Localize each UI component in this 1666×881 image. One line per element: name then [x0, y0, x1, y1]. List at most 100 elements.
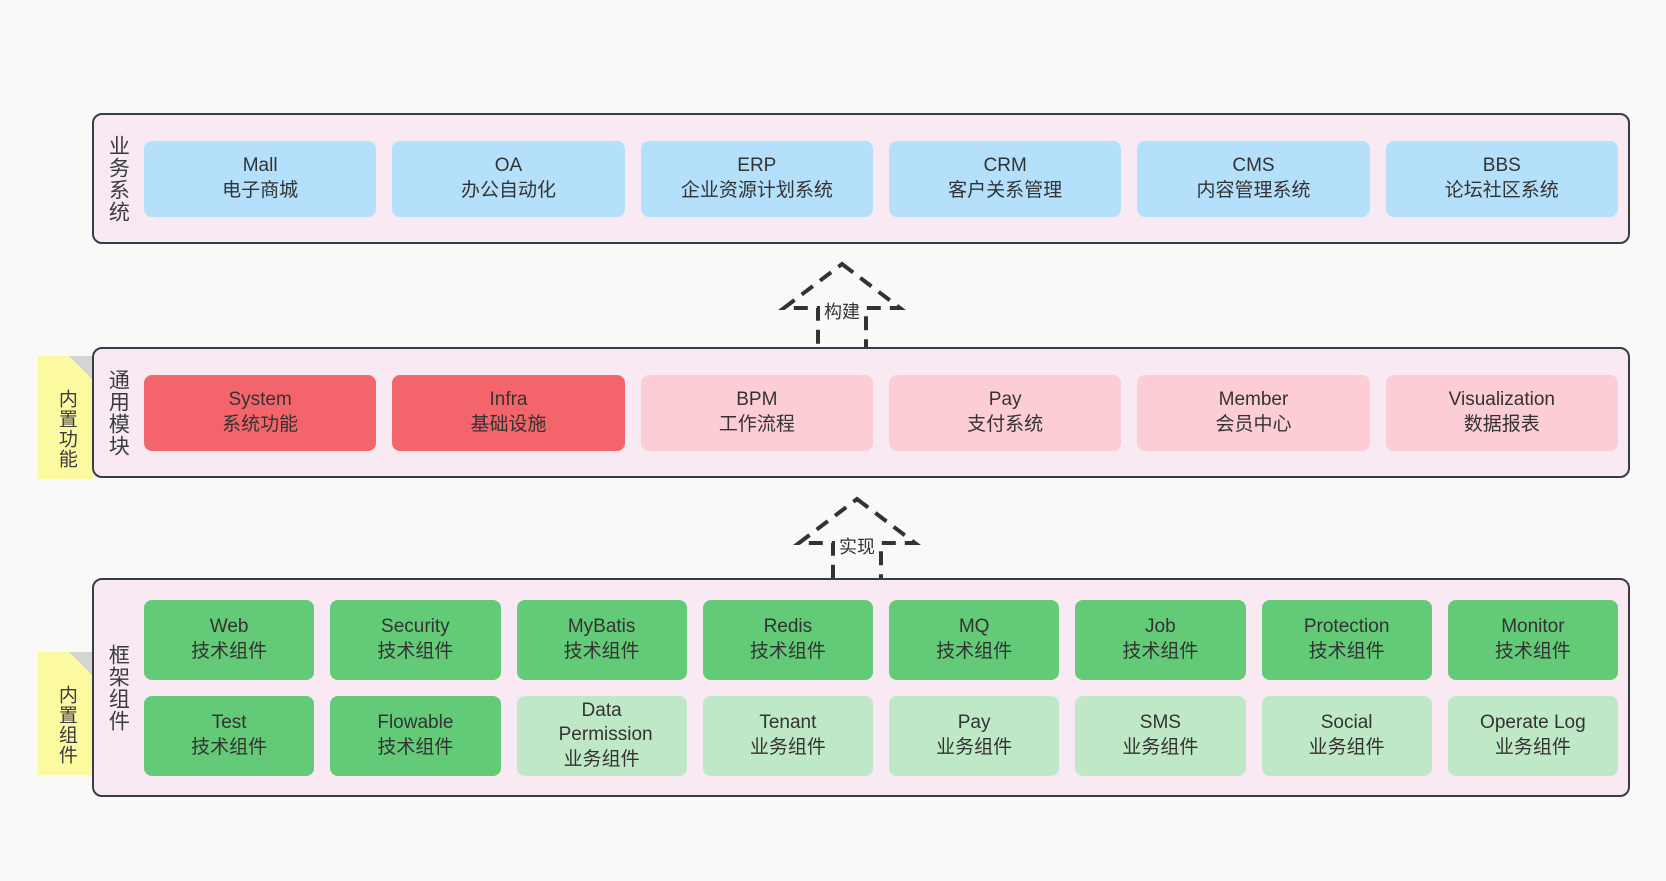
- module-box-system[interactable]: System 系统功能: [144, 374, 377, 451]
- layer-framework-components-body: Web 技术组件 Security 技术组件 MyBatis 技术组件 Redi…: [140, 580, 1628, 795]
- box-title: BBS: [1482, 155, 1521, 177]
- layer-framework-components-label: 框架组件: [106, 643, 130, 732]
- box-title: Visualization: [1448, 389, 1555, 411]
- box-subtitle: 业务组件: [936, 736, 1013, 758]
- framework-tech-row: Web 技术组件 Security 技术组件 MyBatis 技术组件 Redi…: [144, 599, 1618, 680]
- box-title: Web: [209, 616, 249, 638]
- box-title: Security: [381, 616, 450, 638]
- layer-common-modules: 通用模块 System 系统功能 Infra 基础设施 BPM 工作流程 Pay…: [92, 347, 1630, 478]
- connector-build-label: 构建: [824, 302, 860, 322]
- box-title: Job: [1145, 616, 1176, 638]
- modules-row: System 系统功能 Infra 基础设施 BPM 工作流程 Pay 支付系统…: [144, 374, 1618, 451]
- box-subtitle: 业务组件: [1494, 736, 1571, 758]
- box-subtitle: 业务组件: [1122, 736, 1199, 758]
- box-subtitle: 论坛社区系统: [1444, 179, 1559, 201]
- box-title: MyBatis: [567, 616, 636, 638]
- box-subtitle: 内容管理系统: [1196, 179, 1311, 201]
- box-title: CRM: [983, 155, 1027, 177]
- connector-implement: 实现: [777, 496, 937, 589]
- component-box-redis[interactable]: Redis 技术组件: [702, 599, 873, 680]
- box-subtitle: 企业资源计划系统: [680, 179, 833, 201]
- box-subtitle: 技术组件: [1494, 640, 1571, 662]
- box-title: System: [228, 389, 292, 411]
- box-title: Monitor: [1501, 616, 1565, 638]
- module-box-bpm[interactable]: BPM 工作流程: [640, 374, 873, 451]
- box-subtitle: 系统功能: [222, 413, 299, 435]
- business-box-crm[interactable]: CRM 客户关系管理: [888, 140, 1122, 217]
- box-title: Infra: [489, 389, 528, 411]
- layer-business-system-label: 业务系统: [106, 134, 130, 223]
- box-title: Pay: [957, 712, 991, 734]
- component-box-social[interactable]: Social 业务组件: [1261, 695, 1432, 776]
- business-box-cms[interactable]: CMS 内容管理系统: [1137, 140, 1370, 217]
- layer-common-modules-label: 通用模块: [106, 368, 130, 457]
- box-title: ERP: [737, 155, 777, 177]
- box-subtitle: 办公自动化: [460, 179, 556, 201]
- component-box-data-permission[interactable]: Data Permission 业务组件: [516, 695, 687, 776]
- layer-framework-components: 框架组件 Web 技术组件 Security 技术组件 MyBatis 技术组件…: [92, 578, 1630, 797]
- framework-biz-row: Test 技术组件 Flowable 技术组件 Data Permission …: [144, 695, 1618, 776]
- box-title: Member: [1218, 389, 1289, 411]
- sticky-fold-corner: [69, 356, 93, 380]
- box-subtitle: 技术组件: [377, 640, 454, 662]
- box-subtitle: 业务组件: [563, 748, 640, 770]
- business-box-bbs[interactable]: BBS 论坛社区系统: [1385, 140, 1618, 217]
- connector-build: 构建: [762, 261, 922, 354]
- component-box-mq[interactable]: MQ 技术组件: [889, 599, 1060, 680]
- box-title: CMS: [1232, 155, 1275, 177]
- box-title: BPM: [736, 389, 778, 411]
- component-box-test[interactable]: Test 技术组件: [144, 695, 315, 776]
- module-box-pay[interactable]: Pay 支付系统: [888, 374, 1122, 451]
- business-box-mall[interactable]: Mall 电子商城: [144, 140, 377, 217]
- box-subtitle: 技术组件: [191, 736, 268, 758]
- box-subtitle: 支付系统: [967, 413, 1044, 435]
- module-box-visualization[interactable]: Visualization 数据报表: [1385, 374, 1618, 451]
- box-subtitle: 客户关系管理: [948, 179, 1063, 201]
- box-subtitle: 电子商城: [222, 179, 299, 201]
- box-subtitle: 业务组件: [749, 736, 826, 758]
- box-subtitle: 会员中心: [1215, 413, 1292, 435]
- box-title: Test: [211, 712, 247, 734]
- component-box-pay[interactable]: Pay 业务组件: [889, 695, 1060, 776]
- sticky-note-label: 内置功能: [55, 388, 77, 469]
- box-subtitle: 业务组件: [1308, 736, 1385, 758]
- box-subtitle: 基础设施: [470, 413, 547, 435]
- component-box-sms[interactable]: SMS 业务组件: [1075, 695, 1246, 776]
- sticky-note-builtin-components: 内置组件: [38, 652, 93, 775]
- box-subtitle: 技术组件: [749, 640, 826, 662]
- module-box-infra[interactable]: Infra 基础设施: [392, 374, 625, 451]
- box-subtitle: 工作流程: [718, 413, 795, 435]
- box-title: Social: [1320, 712, 1373, 734]
- component-box-operate-log[interactable]: Operate Log 业务组件: [1447, 695, 1618, 776]
- component-box-web[interactable]: Web 技术组件: [144, 599, 315, 680]
- connector-implement-label: 实现: [839, 537, 875, 557]
- business-row: Mall 电子商城 OA 办公自动化 ERP 企业资源计划系统 CRM 客户关系…: [144, 140, 1618, 217]
- box-title: SMS: [1139, 712, 1181, 734]
- component-box-protection[interactable]: Protection 技术组件: [1261, 599, 1432, 680]
- box-subtitle: 技术组件: [563, 640, 640, 662]
- layer-common-modules-body: System 系统功能 Infra 基础设施 BPM 工作流程 Pay 支付系统…: [140, 349, 1628, 476]
- component-box-tenant[interactable]: Tenant 业务组件: [702, 695, 873, 776]
- component-box-mybatis[interactable]: MyBatis 技术组件: [516, 599, 687, 680]
- component-box-monitor[interactable]: Monitor 技术组件: [1447, 599, 1618, 680]
- box-subtitle: 技术组件: [377, 736, 454, 758]
- layer-business-system-body: Mall 电子商城 OA 办公自动化 ERP 企业资源计划系统 CRM 客户关系…: [140, 115, 1628, 242]
- module-box-member[interactable]: Member 会员中心: [1137, 374, 1370, 451]
- component-box-flowable[interactable]: Flowable 技术组件: [330, 695, 501, 776]
- component-box-security[interactable]: Security 技术组件: [330, 599, 501, 680]
- sticky-fold-corner: [69, 652, 93, 676]
- box-title: Tenant: [759, 712, 817, 734]
- business-box-oa[interactable]: OA 办公自动化: [392, 140, 625, 217]
- component-box-job[interactable]: Job 技术组件: [1075, 599, 1246, 680]
- box-subtitle: 数据报表: [1463, 413, 1540, 435]
- box-title: Redis: [763, 616, 813, 638]
- box-title: Flowable: [377, 712, 454, 734]
- business-box-erp[interactable]: ERP 企业资源计划系统: [640, 140, 873, 217]
- box-subtitle: 技术组件: [191, 640, 268, 662]
- box-title: Data Permission: [558, 700, 653, 746]
- sticky-note-builtin-features: 内置功能: [38, 356, 93, 479]
- sticky-note-label: 内置组件: [55, 684, 77, 765]
- box-title: Protection: [1303, 616, 1390, 638]
- box-subtitle: 技术组件: [936, 640, 1013, 662]
